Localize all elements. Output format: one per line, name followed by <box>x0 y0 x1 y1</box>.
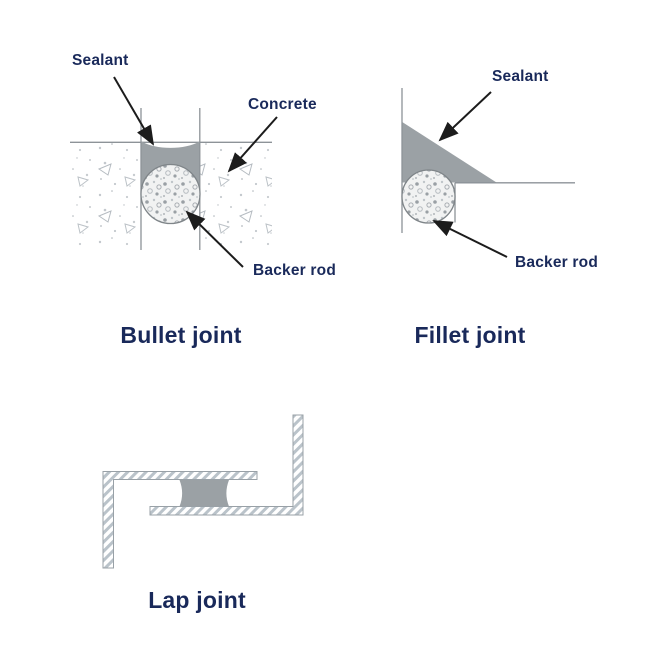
bullet-concrete-right-texture <box>200 143 272 249</box>
bullet-joint-title: Bullet joint <box>120 322 242 348</box>
bullet-backer-rod-label: Backer rod <box>253 262 336 279</box>
bullet-sealant-arrow <box>113 76 155 146</box>
lap-joint-drawing <box>102 414 304 569</box>
bullet-sealant-label: Sealant <box>72 52 129 69</box>
bullet-concrete-left-texture <box>70 143 141 249</box>
fillet-joint-drawing <box>401 88 575 258</box>
lap-sealant-shape <box>179 480 229 507</box>
bullet-concrete-label: Concrete <box>248 96 317 113</box>
fillet-sealant-arrow <box>438 91 492 142</box>
bullet-backer-rod-arrow <box>185 210 244 268</box>
lap-joint-title: Lap joint <box>148 587 246 613</box>
bullet-concrete-arrow <box>227 116 278 173</box>
fillet-sealant-shape <box>402 122 497 183</box>
bullet-backer-rod-texture <box>141 164 200 224</box>
fillet-backer-rod-texture <box>402 170 455 223</box>
fillet-backer-rod-arrow <box>432 220 508 258</box>
fillet-sealant-label: Sealant <box>492 68 549 85</box>
lap-left-angle-plate <box>102 471 258 569</box>
lap-right-angle-plate <box>149 414 304 516</box>
bullet-backer-rod-outline <box>140 163 201 225</box>
fillet-backer-rod-label: Backer rod <box>515 254 598 271</box>
bullet-joint-drawing <box>70 76 278 268</box>
fillet-joint-title: Fillet joint <box>414 322 526 348</box>
fillet-backer-rod-outline <box>401 169 456 224</box>
